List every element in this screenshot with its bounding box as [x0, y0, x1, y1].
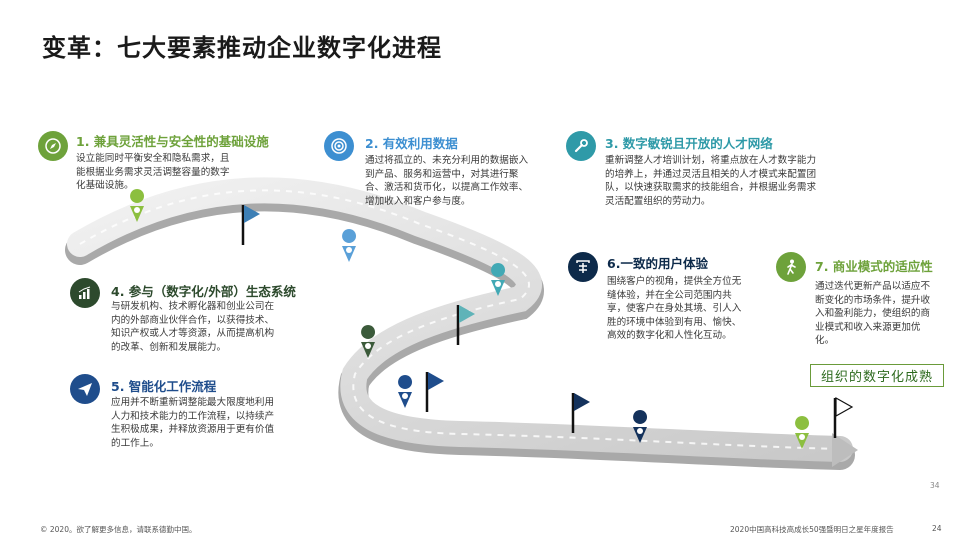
- item-2-line: 到产品、服务和运营中，对其进行聚: [365, 168, 519, 180]
- footer-page-number: 24: [932, 524, 942, 533]
- item-1-title: 1. 兼具灵活性与安全性的基础设施: [76, 134, 269, 149]
- pin-navy-6: [633, 410, 648, 443]
- item-3-line: 灵活配置组织的劳动力。: [605, 195, 711, 207]
- flag-4: [571, 393, 590, 433]
- item-2-badge: [324, 131, 354, 161]
- item-2-line: 通过将孤立的、未充分利用的数据嵌入: [365, 155, 529, 166]
- item-2-line: 增加收入和客户参与度。: [365, 195, 471, 207]
- walking-person-icon: [787, 259, 796, 275]
- pin-navy-5: [398, 375, 413, 408]
- item-7-title: 7. 商业模式的适应性: [815, 259, 933, 274]
- item-7-text: 通过迭代更新产品以适应不 断变化的市场条件，提升收 入和盈利能力，使组织的商 业…: [815, 280, 955, 348]
- item-7-line: 入和盈利能力，使组织的商: [815, 308, 931, 319]
- item-6-line: 缝体验，并在全公司范围内共: [607, 289, 732, 301]
- item-4-text: 与研发机构、技术孵化器和创业公司在 内的外部商业伙伴合作，以获得技术、 知识产权…: [111, 300, 301, 354]
- item-7-badge: [776, 252, 806, 282]
- item-1-line: 化基础设施。: [76, 180, 134, 191]
- outcome-label: 组织的数字化成熟: [810, 364, 944, 387]
- item-5-line: 人力和技术能力的工作流程，以持续产: [111, 410, 275, 422]
- pin-blue-2: [342, 229, 357, 262]
- target-icon: [331, 138, 347, 154]
- item-1-badge: [38, 131, 68, 161]
- inner-page-number: 34: [930, 481, 940, 490]
- item-3-line: 的培养上，并通过灵活且相关的人才模式来配置团: [605, 168, 817, 180]
- item-3-title: 3. 数字敏锐且开放的人才网络: [605, 136, 773, 151]
- compass-icon: [45, 138, 61, 154]
- item-3-text: 重新调整人才培训计划，将重点放在人才数字能力 的培养上，并通过灵活且相关的人才模…: [605, 154, 840, 208]
- item-5-title: 5. 智能化工作流程: [111, 379, 217, 394]
- pin-green-1: [130, 189, 145, 222]
- footer-report-title: 2020中国高科技高成长50强暨明日之星年度报告: [730, 525, 894, 534]
- road-surface: [67, 177, 853, 462]
- item-4-line: 知识产权或人才等资源，从而提高机构: [111, 328, 275, 339]
- item-5-line: 生积极成果，并释放资源用于更有价值: [111, 424, 275, 435]
- item-6-badge: [568, 252, 598, 282]
- item-7-line: 断变化的市场条件，提升收: [815, 294, 931, 306]
- pin-green-7: [795, 416, 810, 449]
- flag-2: [456, 305, 475, 345]
- footer-copyright: © 2020。欲了解更多信息，请联系德勤中国。: [40, 525, 197, 534]
- item-6-line: 胜的环境中体验到有用、愉快、: [607, 316, 742, 328]
- pin-darkgreen-4: [361, 325, 376, 358]
- item-3-line: 队，以快速获取需求的技能组合，并根据业务需求: [605, 182, 817, 193]
- item-1-line: 能根据业务需求灵活调整容量的数字: [76, 166, 230, 178]
- item-6-line: 享，使客户在身处其境、引人入: [607, 303, 742, 314]
- page-title: 变革：七大要素推动企业数字化进程: [42, 34, 442, 62]
- bar-chart-icon: [78, 286, 91, 299]
- item-5-text: 应用并不断重新调整能最大限度地利用 人力和技术能力的工作流程，以持续产 生积极成…: [111, 396, 301, 450]
- paper-plane-icon: [78, 383, 92, 396]
- item-6-line: 高效的数字化和人性化互动。: [607, 330, 732, 341]
- item-7-line: 化。: [815, 335, 835, 346]
- item-4-line: 与研发机构、技术孵化器和创业公司在: [111, 301, 275, 312]
- item-4-badge: [70, 278, 100, 308]
- road-arrow-head: [832, 433, 858, 467]
- person-frame-icon: [576, 260, 590, 273]
- item-4-line: 内的外部商业伙伴合作，以获得技术、: [111, 314, 275, 326]
- item-1-text: 设立能同时平衡安全和隐私需求，且 能根据业务需求灵活调整容量的数字 化基础设施。: [76, 152, 256, 193]
- item-4-title: 4. 参与（数字化/外部）生态系统: [111, 284, 296, 299]
- item-3-badge: [566, 131, 596, 161]
- item-1-line: 设立能同时平衡安全和隐私需求，且: [76, 153, 230, 164]
- item-4-line: 的改革、创新和发展能力。: [111, 341, 227, 353]
- item-2-title: 2. 有效利用数据: [365, 136, 458, 151]
- item-5-line: 应用并不断重新调整能最大限度地利用: [111, 397, 275, 408]
- flag-1: [241, 205, 260, 245]
- item-7-line: 业模式和收入来源更加优: [815, 321, 921, 333]
- item-6-title: 6.一致的用户体验: [607, 256, 708, 271]
- item-6-line: 围绕客户的视角，提供全方位无: [607, 276, 742, 287]
- item-5-line: 的工作上。: [111, 437, 159, 449]
- item-2-line: 合、激活和货币化，以提高工作效率、: [365, 182, 529, 193]
- item-5-badge: [70, 374, 100, 404]
- item-7-line: 通过迭代更新产品以适应不: [815, 281, 931, 292]
- flag-5: [833, 396, 854, 438]
- item-2-text: 通过将孤立的、未充分利用的数据嵌入 到产品、服务和运营中，对其进行聚 合、激活和…: [365, 154, 565, 208]
- pin-teal-3: [491, 263, 506, 296]
- flag-3: [425, 372, 444, 412]
- item-3-line: 重新调整人才培训计划，将重点放在人才数字能力: [605, 155, 817, 166]
- item-6-text: 围绕客户的视角，提供全方位无 缝体验，并在全公司范围内共 享，使客户在身处其境、…: [607, 275, 767, 343]
- wrench-icon: [574, 139, 588, 153]
